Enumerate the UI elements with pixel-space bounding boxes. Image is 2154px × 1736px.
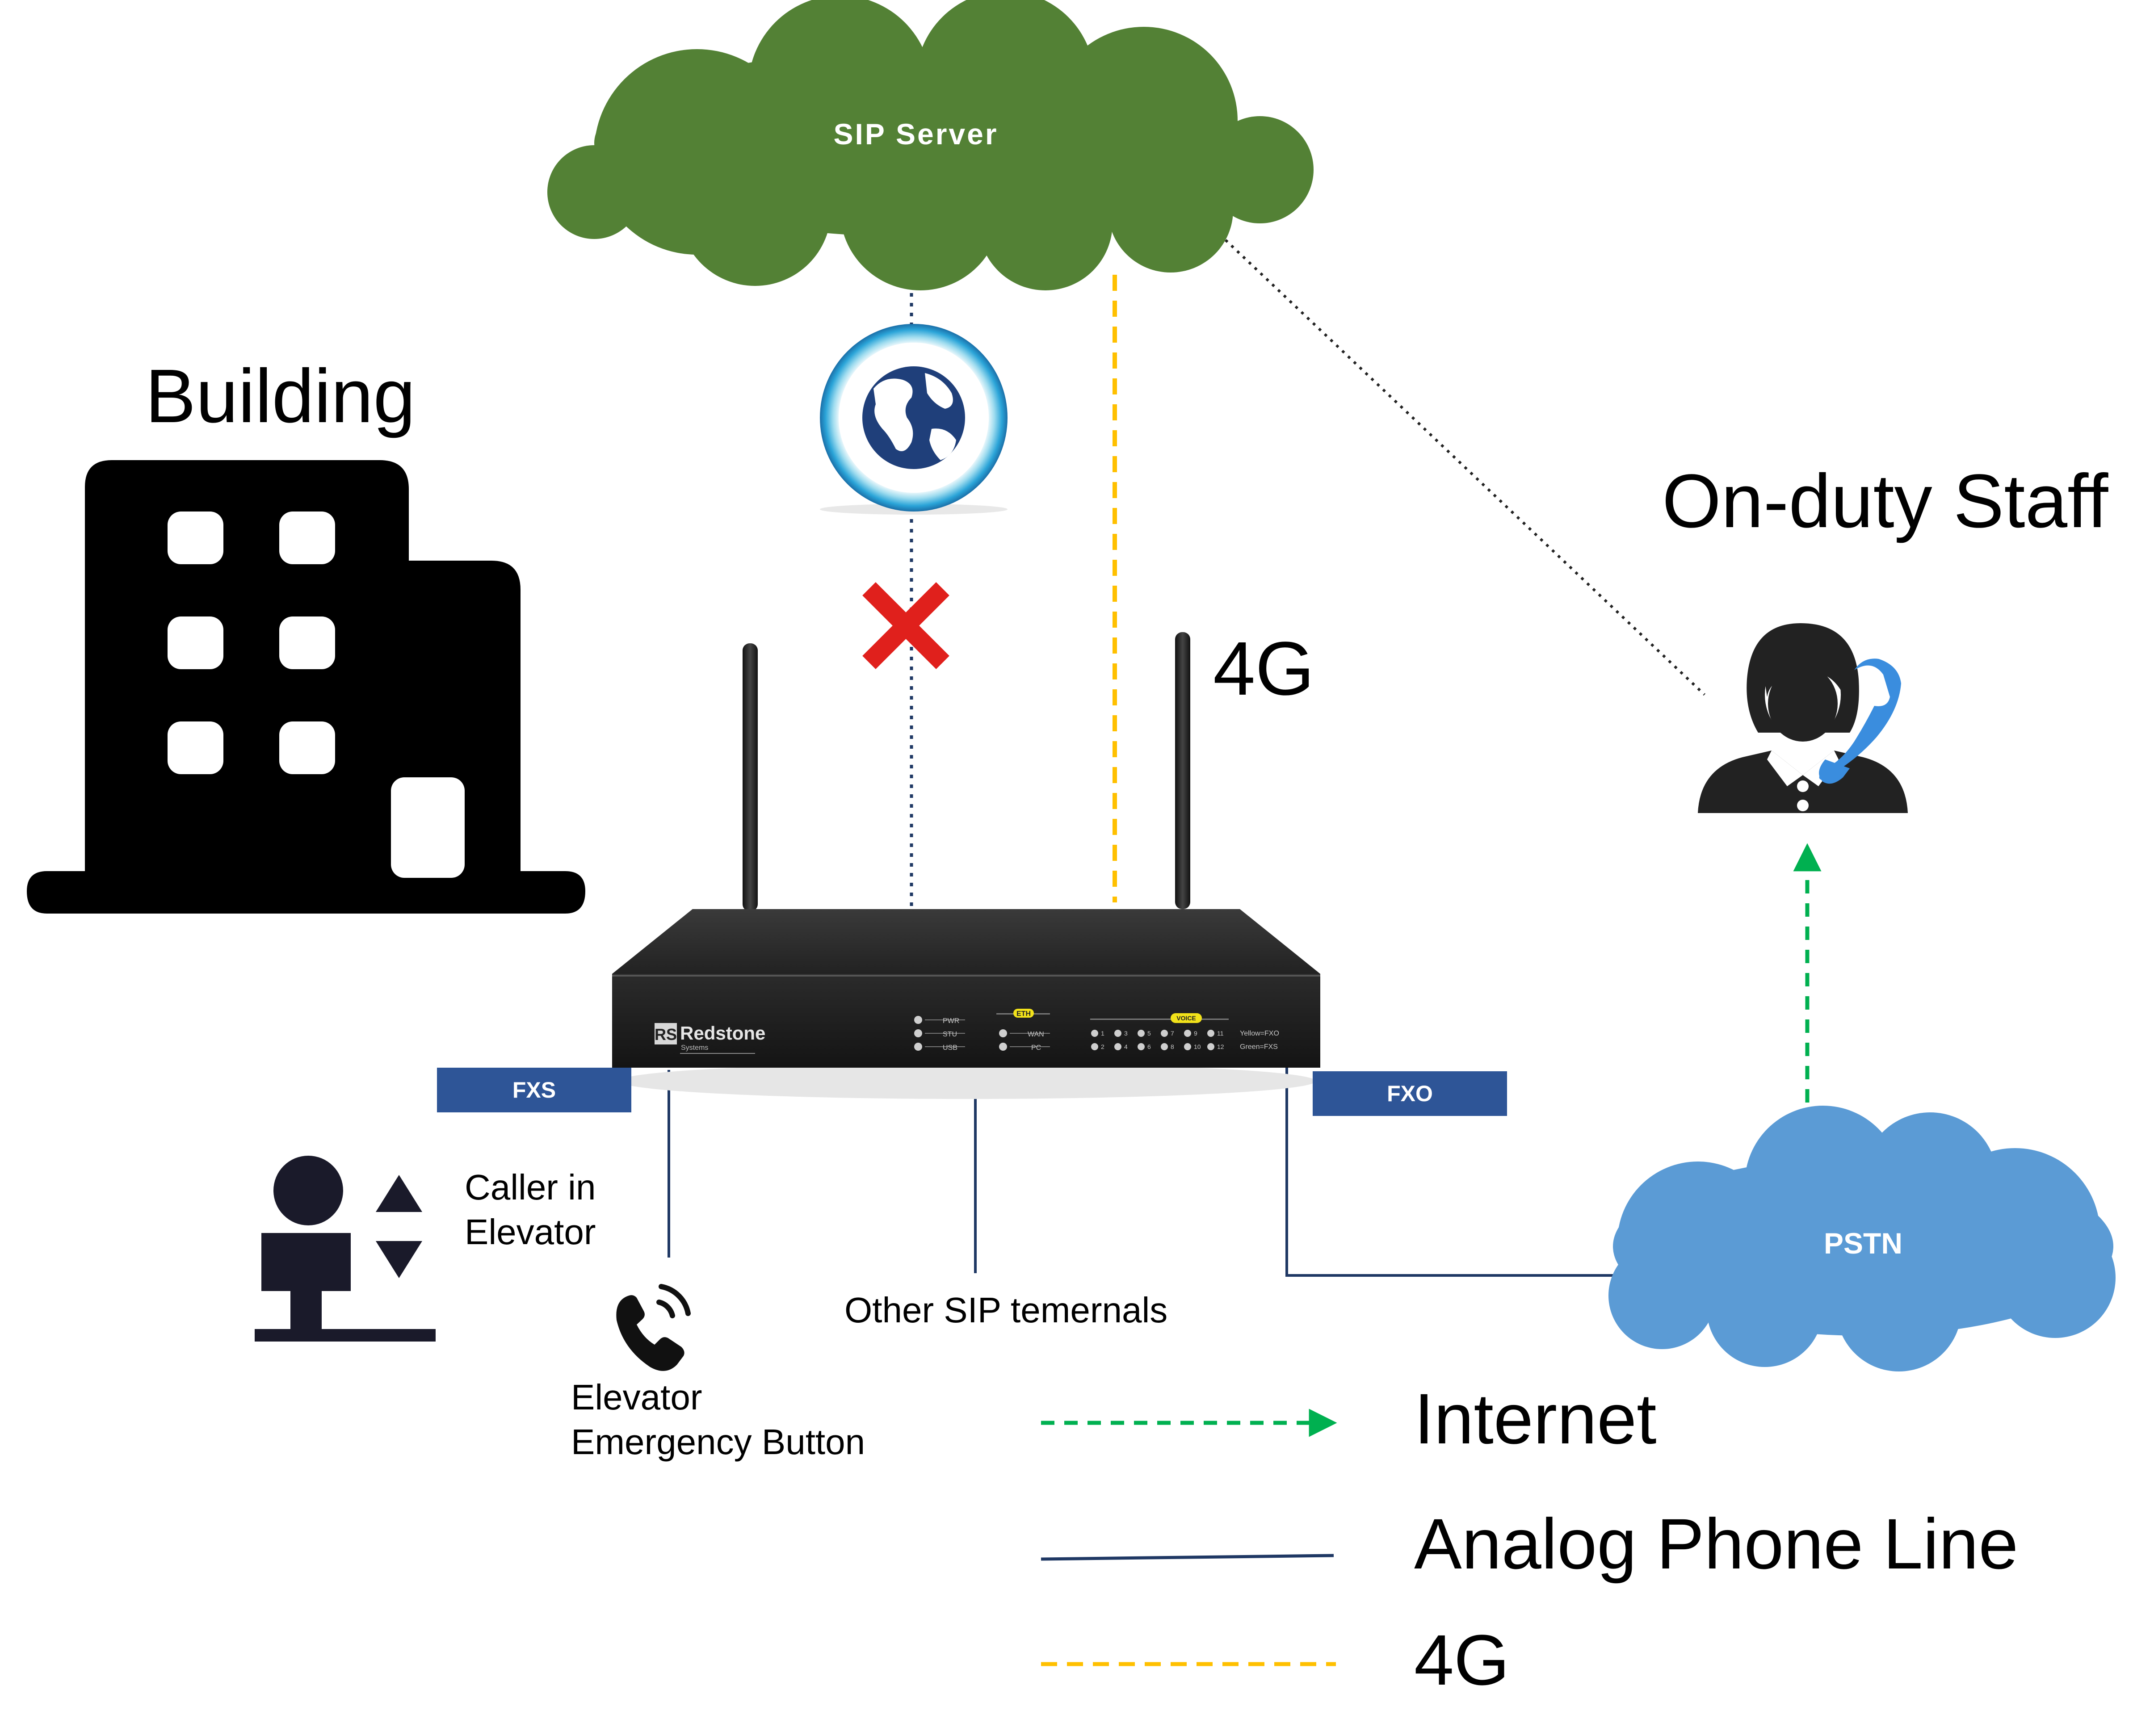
brand-logo-mark — [655, 1023, 677, 1044]
emergency-button-label-line1: Elevator — [571, 1377, 702, 1417]
led-wan-label: WAN — [1028, 1031, 1044, 1038]
voice-port-number: 3 — [1124, 1030, 1128, 1037]
voice-port-number: 7 — [1171, 1030, 1174, 1037]
eth-group-label: ETH — [1016, 1010, 1031, 1018]
voice-port-number: 8 — [1171, 1043, 1174, 1050]
voice-port-number: 2 — [1101, 1043, 1104, 1050]
router-icon: RS Redstone Systems PWR STU USB ETH WAN — [612, 632, 1320, 1099]
voice-port-led — [1161, 1043, 1168, 1050]
elevator-person-icon — [255, 1156, 436, 1342]
voice-port-led — [1161, 1030, 1168, 1037]
analog-line-fxo-pstn — [1285, 1059, 1617, 1277]
voice-port-led — [1091, 1043, 1098, 1050]
voice-port-led — [1207, 1043, 1214, 1050]
voice-led-group: VOICE 1 3 5 7 9 11 2 4 6 8 10 12 Yellow=FXO Green=… — [1090, 1013, 1279, 1051]
fxo-port-badge: FXO — [1313, 1071, 1507, 1116]
led-pwr-label: PWR — [943, 1017, 959, 1025]
legend-label-internet: Internet — [1414, 1379, 1657, 1459]
voice-legend-yellow: Yellow=FXO — [1240, 1030, 1279, 1037]
brand-name: Redstone — [680, 1023, 765, 1044]
led-pc-label: PC — [1031, 1044, 1041, 1052]
on-duty-staff-label: On-duty Staff — [1662, 459, 2108, 544]
voice-port-number: 1 — [1101, 1030, 1104, 1037]
voice-port-led — [1091, 1030, 1098, 1037]
antenna-4g-label: 4G — [1213, 626, 1314, 711]
operator-headset-icon — [1698, 623, 1908, 813]
voice-port-number: 6 — [1147, 1043, 1151, 1050]
emergency-button-label-line2: Emergency Button — [571, 1422, 865, 1462]
voice-port-number: 4 — [1124, 1043, 1128, 1050]
fxs-port-badge: FXS — [437, 1068, 631, 1112]
legend-label-analog: Analog Phone Line — [1414, 1504, 2019, 1584]
voice-port-led — [1138, 1043, 1145, 1050]
led-stu-label: STU — [943, 1031, 957, 1038]
pstn-cloud — [1608, 1106, 2116, 1371]
ringing-phone-icon — [616, 1284, 691, 1371]
eth-led-group: ETH WAN PC — [996, 1009, 1050, 1052]
status-led-group: PWR STU USB — [914, 1016, 965, 1052]
logo-mark-text: RS — [655, 1025, 677, 1044]
sip-to-staff-line — [1218, 233, 1706, 696]
globe-icon — [820, 324, 1008, 515]
voice-port-number: 12 — [1217, 1043, 1224, 1050]
voice-port-number: 11 — [1217, 1030, 1224, 1037]
sip-server-label: SIP Server — [833, 117, 999, 151]
voice-group-label: VOICE — [1176, 1015, 1196, 1022]
caller-label-line2: Elevator — [465, 1212, 596, 1252]
building-label: Building — [145, 354, 416, 439]
led-usb-label: USB — [943, 1044, 957, 1052]
voice-port-number: 9 — [1194, 1030, 1197, 1037]
voice-port-led — [1114, 1030, 1121, 1037]
voice-port-led — [1184, 1030, 1191, 1037]
legend-sample-analog — [1041, 1554, 1334, 1561]
voice-legend-green: Green=FXS — [1240, 1043, 1278, 1051]
legend-label-4g: 4G — [1414, 1620, 1510, 1700]
voice-port-led — [1207, 1030, 1214, 1037]
caller-label-line1: Caller in — [465, 1167, 596, 1207]
voice-port-led — [1138, 1030, 1145, 1037]
brand-sub: Systems — [681, 1044, 708, 1052]
voice-port-led — [1184, 1043, 1191, 1050]
sip-server-cloud — [547, 0, 1314, 290]
pstn-label: PSTN — [1823, 1227, 1903, 1260]
red-x-icon — [862, 582, 949, 669]
other-sip-terminals-label: Other SIP temernals — [844, 1290, 1168, 1330]
voice-port-number: 5 — [1147, 1030, 1151, 1037]
voice-port-led — [1114, 1043, 1121, 1050]
building-icon — [27, 460, 585, 914]
voice-port-number: 10 — [1194, 1043, 1201, 1050]
